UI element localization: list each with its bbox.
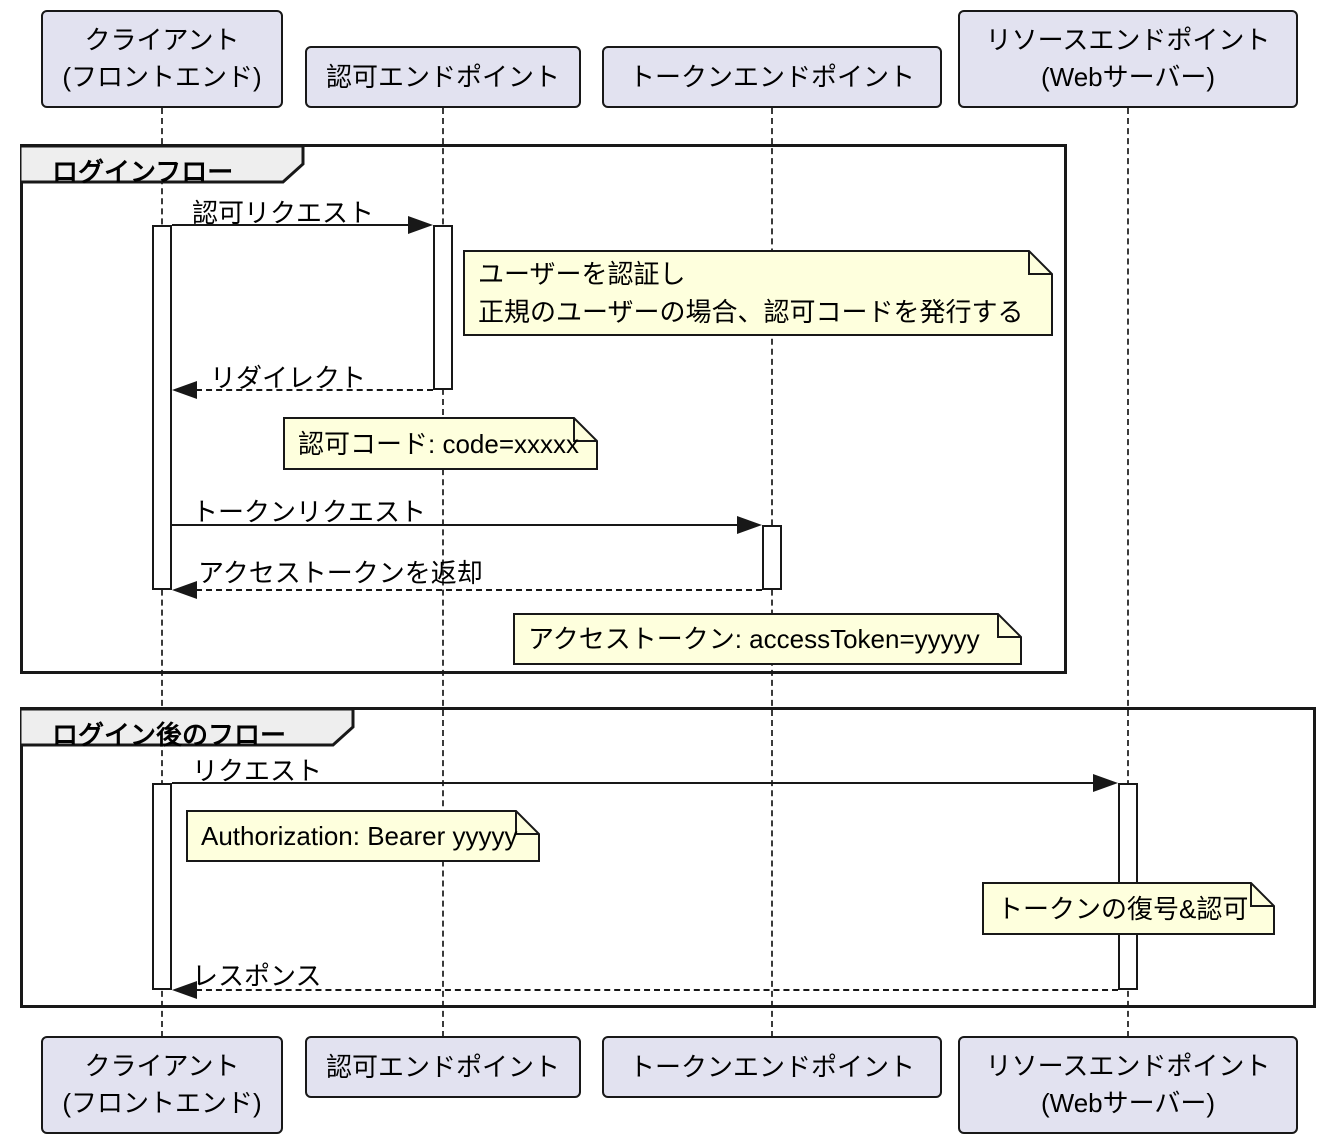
message-response-line [196, 989, 1118, 991]
arrowhead-right-icon [737, 516, 762, 534]
arrowhead-right-icon [1093, 774, 1118, 792]
participant-token-endpoint-top: トークンエンドポイント [602, 46, 942, 108]
frame-post-login-flow [20, 707, 1316, 1008]
message-request-line [172, 782, 1095, 784]
frame-post-login-flow-label: ログイン後のフロー [52, 720, 287, 750]
note-authorization-bearer: Authorization: Bearer yyyyy [186, 810, 540, 862]
note-fold-icon [997, 614, 1021, 638]
participant-label: リソースエンドポイント [985, 25, 1271, 55]
arrowhead-left-icon [172, 581, 197, 599]
lifeline-resource-endpoint [1127, 108, 1129, 1037]
participant-auth-endpoint-bottom: 認可エンドポイント [305, 1036, 581, 1098]
message-response-label: レスポンス [192, 961, 322, 991]
note-auth-code: 認可コード: code=xxxxx [283, 417, 598, 470]
message-auth-request-line [172, 224, 410, 226]
note-fold-icon [1250, 883, 1274, 907]
participant-label: (フロントエンド) [62, 62, 262, 92]
note-line: トークンの復号&認可 [997, 893, 1249, 924]
message-request-label: リクエスト [192, 756, 323, 786]
note-shape [283, 417, 598, 470]
note-authenticate-user: ユーザーを認証し 正規のユーザーの場合、認可コードを発行する [463, 250, 1053, 336]
note-shape [982, 882, 1275, 935]
message-return-token-line [196, 589, 762, 591]
note-line: Authorization: Bearer yyyyy [201, 821, 518, 851]
message-token-request-line [172, 524, 739, 526]
message-redirect-label: リダイレクト [210, 363, 367, 393]
message-redirect-line [196, 389, 433, 391]
note-token-decode-authorize: トークンの復号&認可 [982, 882, 1275, 935]
participant-label: クライアント [84, 25, 240, 55]
participant-label: 認可エンドポイント [325, 1051, 560, 1082]
participant-resource-endpoint-top: リソースエンドポイント (Webサーバー) [958, 10, 1298, 108]
note-fold-icon [1028, 251, 1052, 275]
note-line: ユーザーを認証し [478, 259, 686, 289]
note-line: 認可コード: code=xxxxx [298, 428, 580, 459]
activation-client-login [152, 225, 172, 590]
note-shape [186, 810, 540, 862]
participant-label: クライアント [84, 1051, 240, 1081]
participant-label: (Webサーバー) [1040, 62, 1216, 92]
frame-tab-shape [20, 707, 355, 747]
participant-client-bottom: クライアント (フロントエンド) [41, 1036, 283, 1134]
note-shape [463, 250, 1053, 336]
activation-client-postlogin [152, 783, 172, 990]
participant-token-endpoint-bottom: トークンエンドポイント [602, 1036, 942, 1098]
note-line: アクセストークン: accessToken=yyyyy [528, 624, 980, 654]
frame-login-flow-label: ログインフロー [52, 157, 234, 187]
note-line: 正規のユーザーの場合、認可コードを発行する [478, 297, 1024, 327]
participant-label: トークンエンドポイント [628, 61, 915, 92]
note-fold-icon [573, 418, 597, 442]
message-auth-request-label: 認可リクエスト [192, 198, 375, 228]
participant-label: (フロントエンド) [62, 1088, 262, 1118]
participant-auth-endpoint-top: 認可エンドポイント [305, 46, 581, 108]
participant-label: リソースエンドポイント [985, 1051, 1271, 1081]
participant-label: 認可エンドポイント [325, 61, 560, 92]
message-return-token-label: アクセストークンを返却 [198, 558, 483, 588]
note-fold-icon [515, 811, 539, 835]
message-token-request-label: トークンリクエスト [192, 497, 427, 527]
lifeline-auth-endpoint [442, 108, 444, 1037]
frame-login-flow-tab [20, 144, 306, 184]
arrowhead-left-icon [172, 981, 197, 999]
activation-token-endpoint [762, 525, 782, 590]
arrowhead-right-icon [408, 216, 433, 234]
participant-client-top: クライアント (フロントエンド) [41, 10, 283, 108]
participant-label: (Webサーバー) [1040, 1088, 1216, 1118]
note-access-token: アクセストークン: accessToken=yyyyy [513, 613, 1022, 665]
frame-login-flow [20, 144, 1067, 674]
participant-label: トークンエンドポイント [628, 1051, 915, 1082]
frame-tab-shape [20, 144, 305, 184]
activation-auth-endpoint [433, 225, 453, 390]
participant-resource-endpoint-bottom: リソースエンドポイント (Webサーバー) [958, 1036, 1298, 1134]
note-shape [513, 613, 1022, 665]
frame-post-login-flow-tab [20, 707, 356, 747]
arrowhead-left-icon [172, 381, 197, 399]
